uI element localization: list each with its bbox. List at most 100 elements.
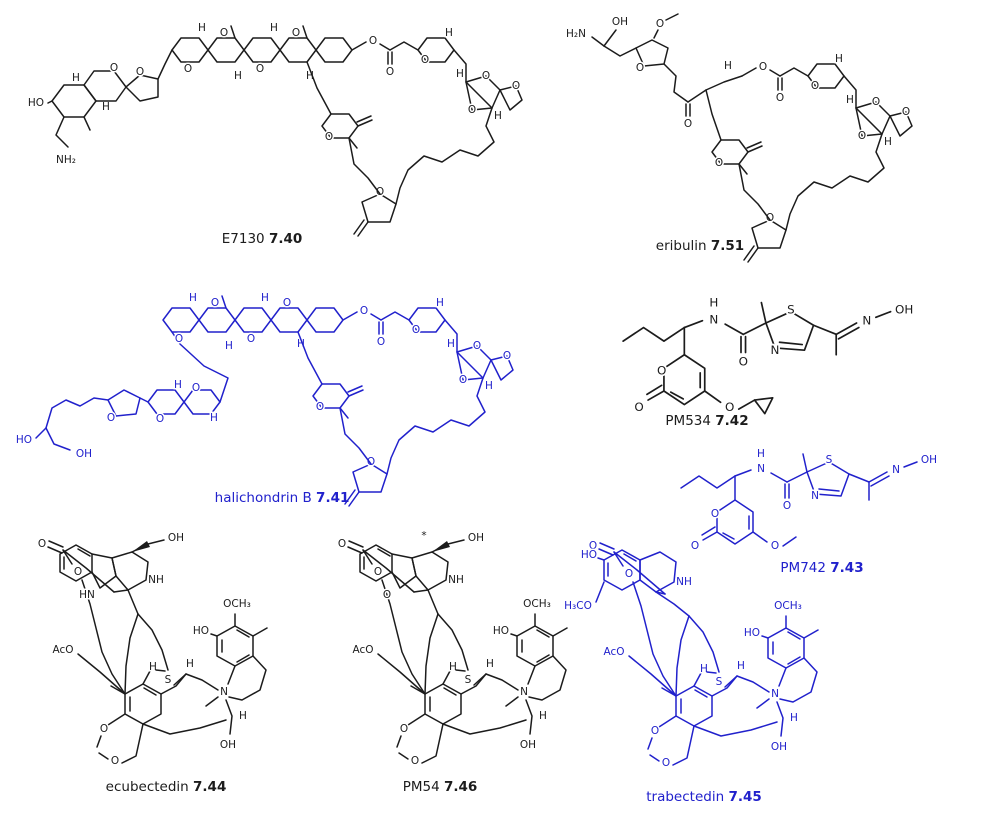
compound-name: PM54 <box>402 779 440 795</box>
structure-pm54-drawing: O NH * OH <box>336 529 569 769</box>
label-ecubectedin: ecubectedin 7.44 <box>106 779 227 795</box>
atom-label-h: H <box>234 70 242 82</box>
bond-skeleton <box>737 396 774 415</box>
bond-skeleton: HO H₃CO NH <box>563 548 693 617</box>
atom-label-nh: NH <box>148 574 164 586</box>
atom-label-oh: OH <box>168 532 184 544</box>
atom-label-o: O <box>283 297 291 309</box>
structure-ecubectedin-drawing: HN NH OH <box>36 531 269 769</box>
atom-label-o: O <box>136 66 144 78</box>
label-pm534: PM534 7.42 <box>665 413 748 429</box>
compound-name: halichondrin B <box>214 490 312 506</box>
atom-label-nh2: NH₂ <box>56 154 76 166</box>
bond-skeleton: HN NH OH <box>59 531 186 615</box>
pm-core <box>621 293 916 416</box>
structure-trabectedin: HO H₃CO NH <box>556 520 856 782</box>
atom-label-h: H <box>210 412 218 424</box>
atom-label-h: H <box>306 70 314 82</box>
atom-label-o: O <box>383 589 391 601</box>
atom-label-h: H <box>270 22 278 34</box>
ecteinascidin-core <box>336 536 569 769</box>
compound-number: 7.40 <box>268 231 303 247</box>
structure-halichondrin-b: HO OH O O H O H O O <box>8 272 528 514</box>
atom-label-oh: OH <box>612 16 628 28</box>
bond-skeleton <box>782 536 797 547</box>
atom-label-hn: HN <box>79 589 95 601</box>
structure-e7130-drawing: HO NH₂ H H O O O O O <box>26 21 524 238</box>
compound-number: 7.45 <box>728 789 762 805</box>
atom-label-o: O <box>184 63 192 75</box>
ecteinascidin-core <box>36 536 269 769</box>
compound-number: 7.46 <box>443 779 478 795</box>
stereo-wedge <box>432 541 450 552</box>
atom-label-ho: HO <box>16 434 32 446</box>
compound-number: 7.41 <box>316 490 350 506</box>
structure-pm534 <box>605 282 945 432</box>
atom-label-stereocenter-star: * <box>421 530 426 542</box>
atom-label-h: H <box>724 60 732 72</box>
label-trabectedin: trabectedin 7.45 <box>646 789 762 805</box>
atom-label-h: H <box>225 340 233 352</box>
atom-label-h: H <box>297 338 305 350</box>
atom-label-o: O <box>636 62 644 74</box>
atom-label-h: H <box>261 292 269 304</box>
macrocycle-core <box>710 51 914 264</box>
atom-label-h: H <box>72 72 80 84</box>
atom-label-o: O <box>110 62 118 74</box>
label-eribulin: eribulin 7.51 <box>656 238 744 254</box>
bond-skeleton: O NH * OH <box>359 529 486 615</box>
bond-skeleton: H₂N OH O O O H <box>565 13 743 141</box>
atom-label-o: O <box>175 333 183 345</box>
atom-label-oh: OH <box>468 532 484 544</box>
atom-label-h3co: H₃CO <box>564 600 592 612</box>
atom-label-o: O <box>247 333 255 345</box>
structure-halichondrin-b-drawing: HO OH O O H O H O O <box>14 291 515 508</box>
atom-label-h: H <box>198 22 206 34</box>
ecteinascidin-core <box>587 538 820 771</box>
atom-label-o: O <box>211 297 219 309</box>
atom-label-nh: NH <box>448 574 464 586</box>
compound-number: 7.44 <box>193 779 227 795</box>
compound-number: 7.42 <box>715 413 749 429</box>
compound-name: PM742 <box>780 560 826 576</box>
compound-number: 7.43 <box>830 560 864 576</box>
atom-label-ho: HO <box>28 97 44 109</box>
atom-label-o: O <box>220 27 228 39</box>
bond-skeleton: HO NH₂ H H O O O O O <box>26 21 353 168</box>
macrocycle-core <box>311 295 515 508</box>
compound-name: trabectedin <box>646 789 725 805</box>
stereo-wedge <box>132 541 150 552</box>
structure-eribulin-drawing: H₂N OH O O O H <box>565 13 914 264</box>
bond-skeleton: HO OH O O H O H O O <box>14 291 344 462</box>
atom-label-o: O <box>256 63 264 75</box>
atom-label-o: O <box>292 27 300 39</box>
atom-label-o: O <box>684 118 692 130</box>
structure-trabectedin-drawing: HO H₃CO NH <box>563 538 820 771</box>
atom-label-o: O <box>656 18 664 30</box>
atom-label-o: O <box>192 382 200 394</box>
label-pm742: PM742 7.43 <box>780 560 863 576</box>
compound-name: PM534 <box>665 413 711 429</box>
compound-number: 7.51 <box>710 238 745 254</box>
atom-label-o: O <box>107 412 115 424</box>
structure-eribulin: H₂N OH O O O H <box>556 6 976 266</box>
structure-pm54: O NH * OH <box>330 518 590 778</box>
structure-e7130: HO NH₂ H H O O O O O <box>22 6 542 246</box>
atom-label-h: H <box>102 101 110 113</box>
label-pm54: PM54 7.46 <box>403 779 478 795</box>
compound-name: eribulin <box>655 238 707 254</box>
atom-label-h: H <box>174 379 182 391</box>
label-halichondrin-b: halichondrin B 7.41 <box>215 490 350 506</box>
structure-pm742-drawing <box>679 446 939 554</box>
label-e7130: E7130 7.40 <box>222 231 303 247</box>
structure-ecubectedin: HN NH OH <box>30 518 290 778</box>
structure-pm742 <box>665 436 965 568</box>
atom-label-h2n: H₂N <box>566 28 586 40</box>
compound-name: ecubectedin <box>105 779 189 795</box>
atom-label-h: H <box>189 292 197 304</box>
structure-pm534-drawing <box>621 293 916 416</box>
compound-name: E7130 <box>221 231 265 247</box>
atom-label-ho: HO <box>581 549 597 561</box>
macrocycle-core <box>320 25 524 238</box>
